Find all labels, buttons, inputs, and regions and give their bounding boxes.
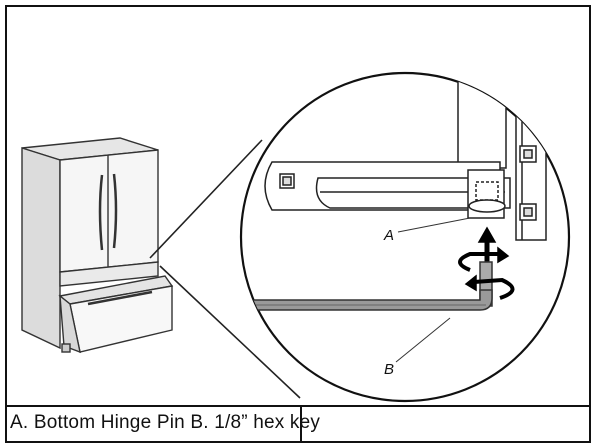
figure-caption: A. Bottom Hinge Pin B. 1/8” hex key	[10, 412, 321, 433]
caption-bar	[5, 406, 591, 443]
callout-a-label: A	[383, 227, 394, 244]
diagram-frame	[5, 5, 591, 407]
magnified-detail: A B	[239, 71, 571, 403]
refrigerator-illustration	[21, 137, 174, 354]
zoom-line-top	[149, 139, 263, 259]
callout-b-label: B	[384, 361, 394, 378]
caption-divider	[300, 406, 302, 443]
zoom-line-bottom	[159, 265, 301, 399]
